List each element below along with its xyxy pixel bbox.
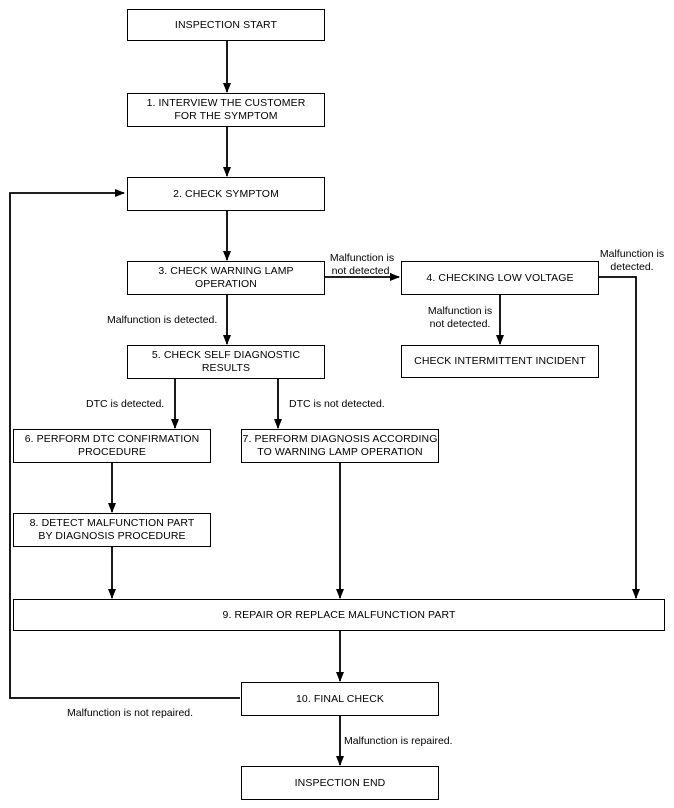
label-dtc-not-detected: DTC is not detected.	[289, 398, 385, 410]
step2-check-symptom-box: 2. CHECK SYMPTOM	[127, 177, 325, 211]
step9-repair-replace-box: 9. REPAIR OR REPLACE MALFUNCTION PART	[13, 599, 665, 631]
step8-detect-malfunction-box: 8. DETECT MALFUNCTION PART BY DIAGNOSIS …	[13, 513, 211, 547]
inspection-start-box: INSPECTION START	[127, 9, 325, 41]
label-s4-detected: Malfunction is detected.	[599, 248, 665, 273]
label-s4-not-detected: Malfunction is not detected.	[427, 305, 493, 330]
arrow-s4-to-s9	[597, 276, 640, 599]
inspection-end-box: INSPECTION END	[241, 766, 439, 800]
step6-dtc-confirmation-box: 6. PERFORM DTC CONFIRMATION PROCEDURE	[13, 429, 211, 463]
step5-self-diagnostic-box: 5. CHECK SELF DIAGNOSTIC RESULTS	[127, 345, 325, 379]
label-dtc-detected: DTC is detected.	[86, 398, 165, 410]
step7-diagnosis-warning-lamp-box: 7. PERFORM DIAGNOSIS ACCORDING TO WARNIN…	[241, 429, 439, 463]
step3-warning-lamp-box: 3. CHECK WARNING LAMP OPERATION	[127, 261, 325, 295]
label-s3-detected: Malfunction is detected.	[107, 314, 218, 326]
step1-interview-box: 1. INTERVIEW THE CUSTOMER FOR THE SYMPTO…	[127, 93, 325, 127]
label-s3-not-detected: Malfunction is not detected.	[329, 252, 395, 277]
step4-low-voltage-box: 4. CHECKING LOW VOLTAGE	[401, 261, 599, 295]
arrow-s10-loop-to-s2	[9, 189, 240, 699]
label-repaired: Malfunction is repaired.	[344, 735, 453, 747]
intermittent-incident-box: CHECK INTERMITTENT INCIDENT	[401, 345, 599, 378]
label-not-repaired: Malfunction is not repaired.	[67, 707, 194, 719]
step10-final-check-box: 10. FINAL CHECK	[241, 682, 439, 716]
